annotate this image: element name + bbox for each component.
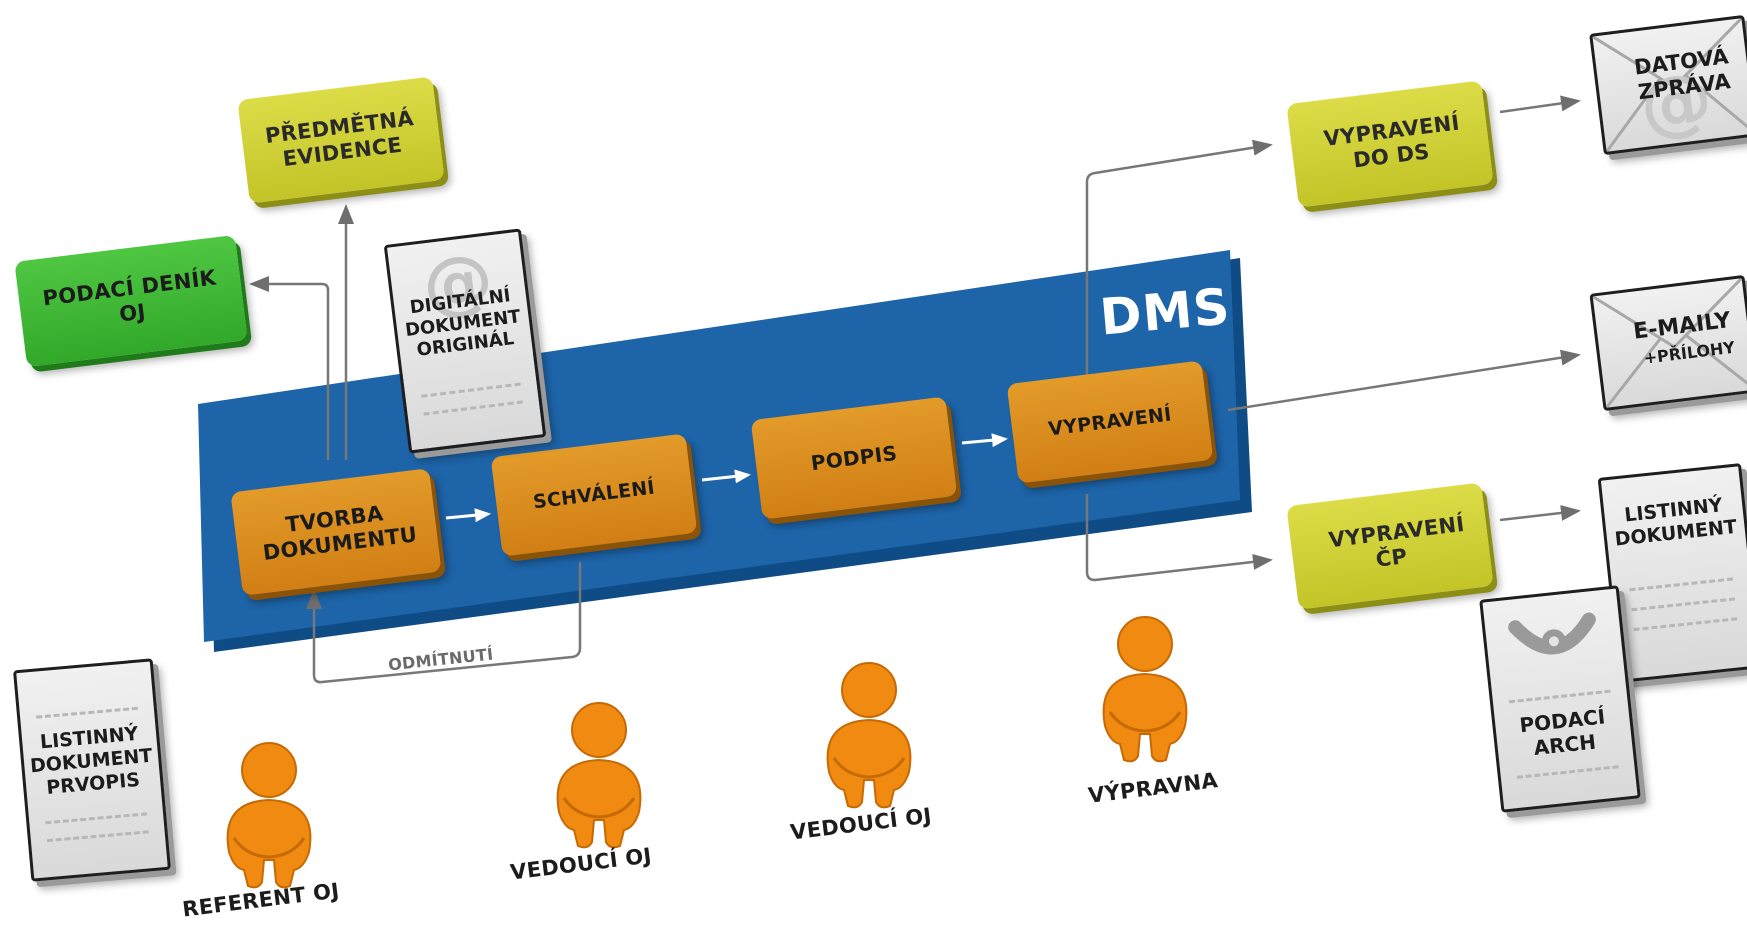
podaci-arch-label: PODACÍ ARCH xyxy=(1518,704,1607,760)
person-icon-vedouci-2 xyxy=(826,662,912,809)
process-podpis-label: PODPIS xyxy=(809,440,899,476)
rejection-loop-arrow xyxy=(306,562,582,684)
envelope-emaily: E-MAILY +PŘÍLOHY xyxy=(1589,274,1747,412)
vypraveni-ds-label: VYPRAVENÍ DO DS xyxy=(1322,110,1461,173)
arrow-podpis-vypraveni xyxy=(961,433,1008,448)
doc-dash-line xyxy=(423,400,524,416)
arrow-to-listinny xyxy=(1499,505,1581,522)
envelope-datova-zprava: @ DATOVÁ ZPRÁVA xyxy=(1589,14,1747,156)
doc-dash-line xyxy=(36,706,138,719)
doc-digitalni-original: @ DIGITÁLNÍ DOKUMENT ORIGINÁL xyxy=(383,228,547,454)
arrow-to-datova-zprava xyxy=(1499,95,1581,114)
process-schvaleni-label: SCHVÁLENÍ xyxy=(531,476,657,513)
post-horn-icon xyxy=(1508,612,1596,655)
podaci-denik-label: PODACÍ DENÍK OJ xyxy=(41,265,218,327)
person-icon-vypravna xyxy=(1102,616,1188,763)
arrow-to-vypraveni-cp xyxy=(1085,494,1273,582)
process-tvorba-label: TVORBA DOKUMENTU xyxy=(261,501,419,565)
envelope-icon: @ xyxy=(1592,18,1747,152)
process-vypraveni-label: VYPRAVENÍ xyxy=(1047,403,1173,441)
envelope-icon xyxy=(1592,278,1747,408)
doc-dash-line xyxy=(1630,597,1736,612)
arrow-schvaleni-podpis xyxy=(701,469,751,484)
listinny-label: LISTINNÝ DOKUMENT xyxy=(1613,494,1738,551)
doc-dash-line xyxy=(1633,617,1738,632)
dms-title: DMS xyxy=(1097,277,1233,347)
vypraveni-cp-label: VYPRAVENÍ ČP xyxy=(1327,511,1466,572)
person-icon-referent xyxy=(226,742,312,889)
arrow-tvorba-schvaleni xyxy=(445,508,491,523)
doc-dash-line xyxy=(1516,765,1619,779)
svg-text:@: @ xyxy=(1635,56,1717,148)
person-icon-vedouci-1 xyxy=(556,702,642,849)
listinny-prvopis-label: LISTINNÝ DOKUMENT PRVOPIS xyxy=(29,722,154,799)
doc-dash-line xyxy=(46,830,149,843)
predmetna-evidence-label: PŘEDMĚTNÁ EVIDENCE xyxy=(263,105,416,172)
arrow-to-emaily xyxy=(1227,349,1581,412)
doc-dash-line xyxy=(1628,577,1734,592)
doc-dash-line xyxy=(45,812,148,825)
arrow-to-vypraveni-ds xyxy=(1085,139,1273,392)
doc-podaci-arch: PODACÍ ARCH xyxy=(1479,585,1641,813)
doc-listinny-prvopis: LISTINNÝ DOKUMENT PRVOPIS xyxy=(13,658,171,882)
doc-dash-line xyxy=(421,382,522,398)
dms-band xyxy=(198,250,1252,652)
arrow-to-podaci-denik xyxy=(249,276,330,460)
